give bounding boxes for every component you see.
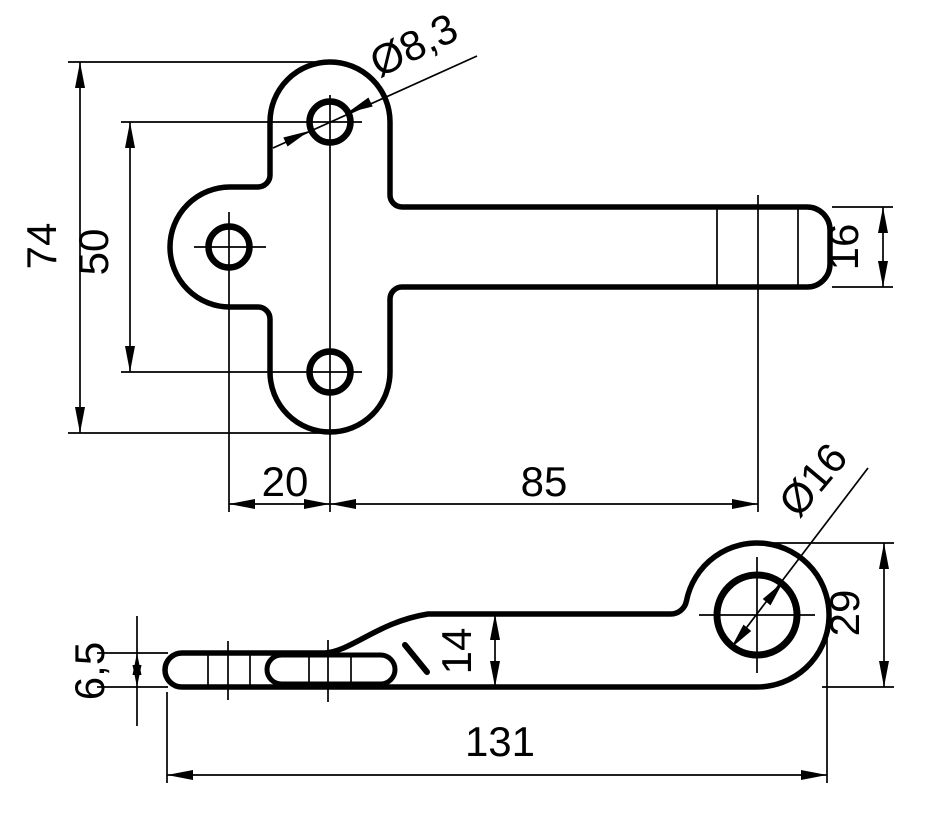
dim-hole-positions: 20 85 xyxy=(229,458,758,509)
side-view-pad-outline xyxy=(264,652,398,687)
dim-label-6-5: 6,5 xyxy=(66,642,113,700)
dim-overall-length: 131 xyxy=(166,632,828,783)
dim-plate-thickness: 6,5 xyxy=(66,616,168,726)
top-view: 74 50 16 20 85 xyxy=(18,4,893,512)
dim-label-16: 16 xyxy=(820,224,867,271)
dim-label-14: 14 xyxy=(433,628,480,675)
dim-label-29: 29 xyxy=(821,590,868,637)
dim-boss-thickness: 14 xyxy=(433,614,500,687)
dim-label-50: 50 xyxy=(70,229,117,276)
dim-eye-outer-width: 29 xyxy=(770,542,894,688)
dim-label-dia-16: Ø16 xyxy=(769,434,856,525)
ramp-edge-tick xyxy=(402,642,430,675)
dim-hole-spacing-vertical: 50 xyxy=(70,122,135,372)
top-view-part-outline xyxy=(167,59,833,435)
side-view: 6,5 14 29 131 xyxy=(66,434,894,783)
dim-overall-height: 74 xyxy=(18,61,332,434)
dim-label-131: 131 xyxy=(465,718,535,765)
leader-small-hole-diameter: Ø8,3 xyxy=(272,4,478,149)
dim-label-74: 74 xyxy=(18,223,65,270)
dim-label-85: 85 xyxy=(521,458,568,505)
dim-label-20: 20 xyxy=(262,458,309,505)
dim-label-dia-8-3: Ø8,3 xyxy=(362,4,464,86)
dim-arm-width: 16 xyxy=(820,206,893,288)
